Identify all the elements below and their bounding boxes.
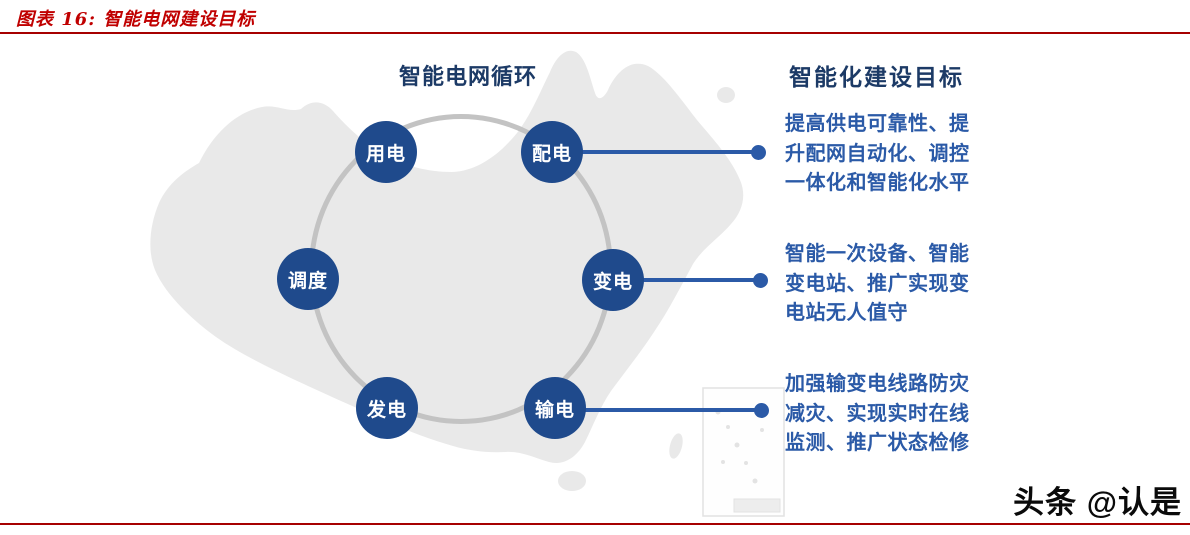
connector-distribution-goal bbox=[580, 150, 758, 154]
northeast-islet bbox=[717, 87, 735, 103]
taiwan-island bbox=[669, 433, 683, 459]
node-electricity-use: 用电 bbox=[355, 121, 417, 183]
connector-transmission-goal bbox=[582, 408, 761, 412]
connector-endpoint-dot bbox=[753, 273, 768, 288]
node-transformation: 变电 bbox=[582, 249, 644, 311]
connector-transformation-goal bbox=[640, 278, 760, 282]
goals-heading: 智能化建设目标 bbox=[789, 64, 964, 90]
top-rule bbox=[0, 32, 1190, 34]
bottom-rule bbox=[0, 523, 1190, 525]
inset-caption-block bbox=[733, 498, 781, 513]
connector-endpoint-dot bbox=[754, 403, 769, 418]
goal-text-transformation: 智能一次设备、智能变电站、推广实现变电站无人值守 bbox=[785, 243, 970, 324]
connector-endpoint-dot bbox=[751, 145, 766, 160]
watermark: 头条 @认是 bbox=[1013, 485, 1182, 520]
hainan-island bbox=[558, 471, 586, 491]
goal-text-distribution: 提高供电可靠性、提升配网自动化、调控一体化和智能化水平 bbox=[785, 113, 970, 194]
figure-title: 图表 16: 智能电网建设目标 bbox=[16, 9, 256, 30]
cycle-heading: 智能电网循环 bbox=[399, 64, 538, 89]
node-generation: 发电 bbox=[356, 377, 418, 439]
node-transmission: 输电 bbox=[524, 377, 586, 439]
node-dispatch: 调度 bbox=[277, 248, 339, 310]
goal-text-transmission: 加强输变电线路防灾减灾、实现实时在线监测、推广状态检修 bbox=[785, 373, 970, 454]
node-distribution: 配电 bbox=[521, 121, 583, 183]
